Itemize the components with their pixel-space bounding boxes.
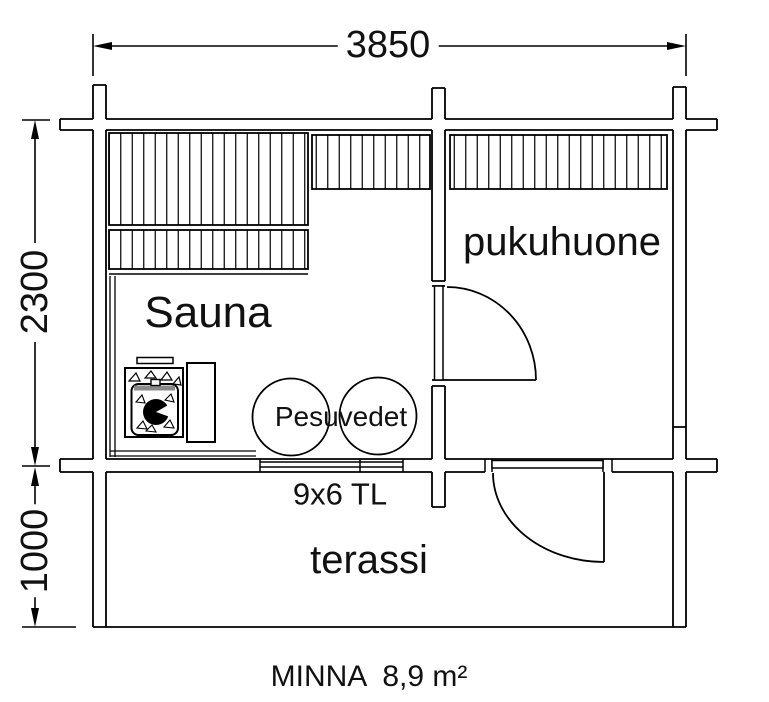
dimension-top-width xyxy=(92,34,687,76)
exterior-walls xyxy=(59,84,718,628)
dimension-left-lower xyxy=(22,467,76,628)
room-label-terrace: terassi xyxy=(310,538,428,582)
plan-title: MINNA 8,9 m² xyxy=(270,660,468,693)
window-9x6 xyxy=(259,459,404,472)
sauna-top-bench xyxy=(311,134,431,190)
stove-icon xyxy=(124,356,184,438)
stove-guard xyxy=(186,362,216,443)
dimension-height-terrace-label: 1000 xyxy=(14,504,56,598)
room-label-sauna: Sauna xyxy=(144,288,272,337)
dimension-width-label: 3850 xyxy=(337,26,439,64)
sauna-bench-upper xyxy=(108,132,309,275)
sauna-door xyxy=(433,285,537,381)
dressing-room-bench xyxy=(449,134,668,190)
room-label-dressing-room: pukuhuone xyxy=(463,220,661,264)
wall-lining xyxy=(109,276,256,457)
dimension-left-upper xyxy=(22,119,50,467)
wash-water-label: Pesuvedet xyxy=(274,401,408,432)
wash-water-basins xyxy=(251,376,418,457)
window-size-label: 9x6 TL xyxy=(292,476,388,512)
dimension-height-main-label: 2300 xyxy=(14,245,56,339)
terrace-door xyxy=(484,459,613,563)
